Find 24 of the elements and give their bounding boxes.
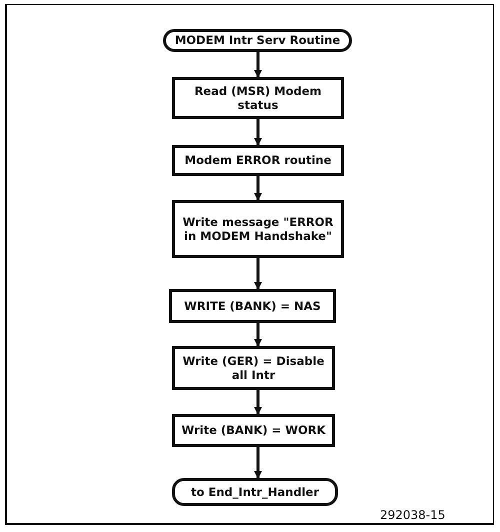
box-text: Write message "ERROR in MODEM Handshake" [182,214,334,244]
box-text: WRITE (BANK) = NAS [184,298,321,314]
box-text: Read (MSR) Modem status [193,84,323,112]
box-text: Write (GER) = Disable all Intr [182,354,326,382]
box-text: Modem ERROR routine [184,153,332,168]
process-box [172,200,344,258]
process-box [172,414,335,447]
process-box [169,289,336,323]
arrow [254,323,262,347]
figure-number: 292038-15 [380,508,446,522]
arrow [254,176,262,201]
box-text: Write (BANK) = WORK [182,423,326,438]
arrow [254,390,262,415]
box-text: to End_Intr_Handler [190,484,320,500]
arrow [254,52,262,78]
arrow [254,119,262,146]
terminal-box [163,29,352,52]
arrow [254,258,262,290]
terminal-box [172,478,338,506]
process-box [172,145,344,176]
process-box [172,346,335,390]
box-text: MODEM Intr Serv Routine [174,33,340,48]
arrow [254,447,262,479]
process-box [172,77,344,119]
